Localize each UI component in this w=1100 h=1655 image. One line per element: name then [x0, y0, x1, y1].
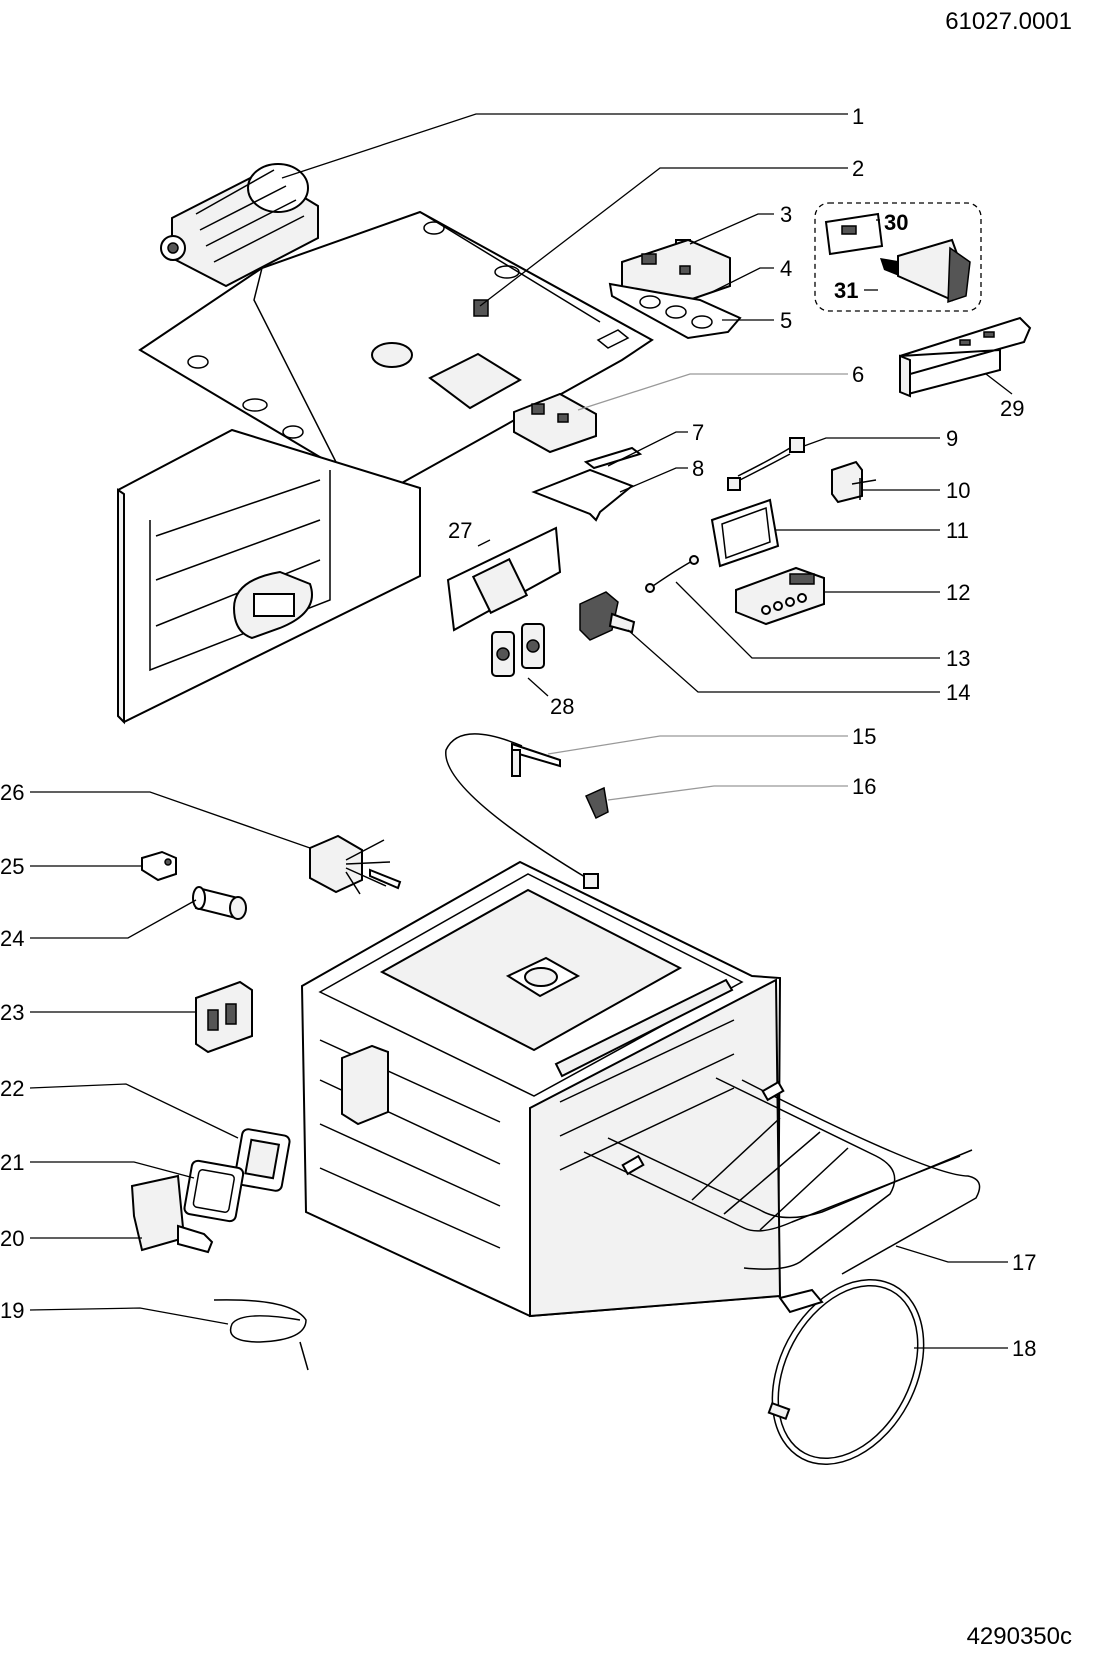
callout-3: 3	[780, 202, 792, 227]
drawing-number: 61027.0001	[945, 8, 1072, 35]
callout-8: 8	[692, 456, 704, 481]
part-22-lamp-glass	[233, 1128, 291, 1192]
callout-9: 9	[946, 426, 958, 451]
part-25-lamp-bracket	[141, 850, 177, 882]
callout-5: 5	[780, 308, 792, 333]
callout-24: 24	[0, 926, 24, 951]
part-5-board-support	[608, 282, 742, 340]
callout-20: 20	[0, 1226, 24, 1251]
part-13-connecting-cable	[645, 555, 699, 593]
part-24-capacitor	[192, 886, 247, 920]
callout-27: 27	[448, 518, 472, 543]
callout-12: 12	[946, 580, 970, 605]
part-27-panel-bracket	[446, 526, 562, 632]
part-20-lamp-holder	[130, 1174, 214, 1254]
callout-29: 29	[1000, 396, 1024, 421]
callout-14: 14	[946, 680, 970, 705]
part-29-panel-trim	[899, 316, 1032, 398]
part-10-selector-switch	[831, 460, 877, 504]
callout-23: 23	[0, 1000, 24, 1025]
top-cover-plate	[138, 210, 654, 496]
callout-13: 13	[946, 646, 970, 671]
callout-31: 31	[834, 278, 858, 303]
part-7-bracket	[583, 446, 643, 470]
part-19-power-cable	[213, 1299, 309, 1371]
oven-cavity	[300, 860, 782, 1318]
part-8-insulation-sheet	[531, 468, 634, 522]
part-18-circular-element	[767, 1279, 925, 1465]
part-15-thermostat-probe	[445, 733, 599, 889]
callout-19: 19	[0, 1298, 24, 1323]
callout-18: 18	[1012, 1336, 1036, 1361]
callout-10: 10	[946, 478, 970, 503]
part-17-grill-element	[583, 1077, 981, 1275]
part-14-rotary-switch	[579, 591, 636, 641]
callout-16: 16	[852, 774, 876, 799]
callout-6: 6	[852, 362, 864, 387]
callout-11: 11	[946, 518, 969, 543]
part-30-control-module	[824, 212, 884, 256]
part-23-terminal-block	[195, 980, 253, 1054]
callout-15: 15	[852, 724, 876, 749]
part-21-lamp-gasket	[183, 1159, 245, 1223]
callout-26: 26	[0, 780, 24, 805]
callout-labels: 1 2 3 4 5 6 7 8 9 10 11 12 13 14 15 16 1…	[0, 104, 1036, 1361]
callout-25: 25	[0, 854, 24, 879]
oven-back-panel	[117, 428, 421, 725]
part-12-electronic-timer	[735, 566, 825, 626]
callout-4: 4	[780, 256, 792, 281]
part-2-switch	[473, 299, 489, 317]
part-6-relay-board	[513, 392, 597, 454]
callout-17: 17	[1012, 1250, 1036, 1275]
part-11-display-gasket	[710, 498, 780, 568]
part-9-wiring-harness	[727, 437, 805, 491]
callout-2: 2	[852, 156, 864, 181]
inset-parts-30-31	[814, 202, 982, 312]
part-28-knobs	[491, 623, 545, 677]
callout-22: 22	[0, 1076, 24, 1101]
callout-21: 21	[0, 1150, 24, 1175]
part-26-fan-motor	[309, 834, 402, 895]
part-1-tangential-fan	[160, 163, 319, 288]
callout-30: 30	[884, 210, 908, 235]
callout-7: 7	[692, 420, 704, 445]
part-16-door-switch	[585, 786, 609, 820]
leader-lines	[29, 113, 1013, 1349]
callout-28: 28	[550, 694, 574, 719]
drawing-reference: 4290350c	[966, 1623, 1072, 1650]
part-31-module-cover	[897, 238, 971, 304]
leader-lines-grey	[547, 373, 848, 801]
callout-1: 1	[852, 104, 864, 129]
